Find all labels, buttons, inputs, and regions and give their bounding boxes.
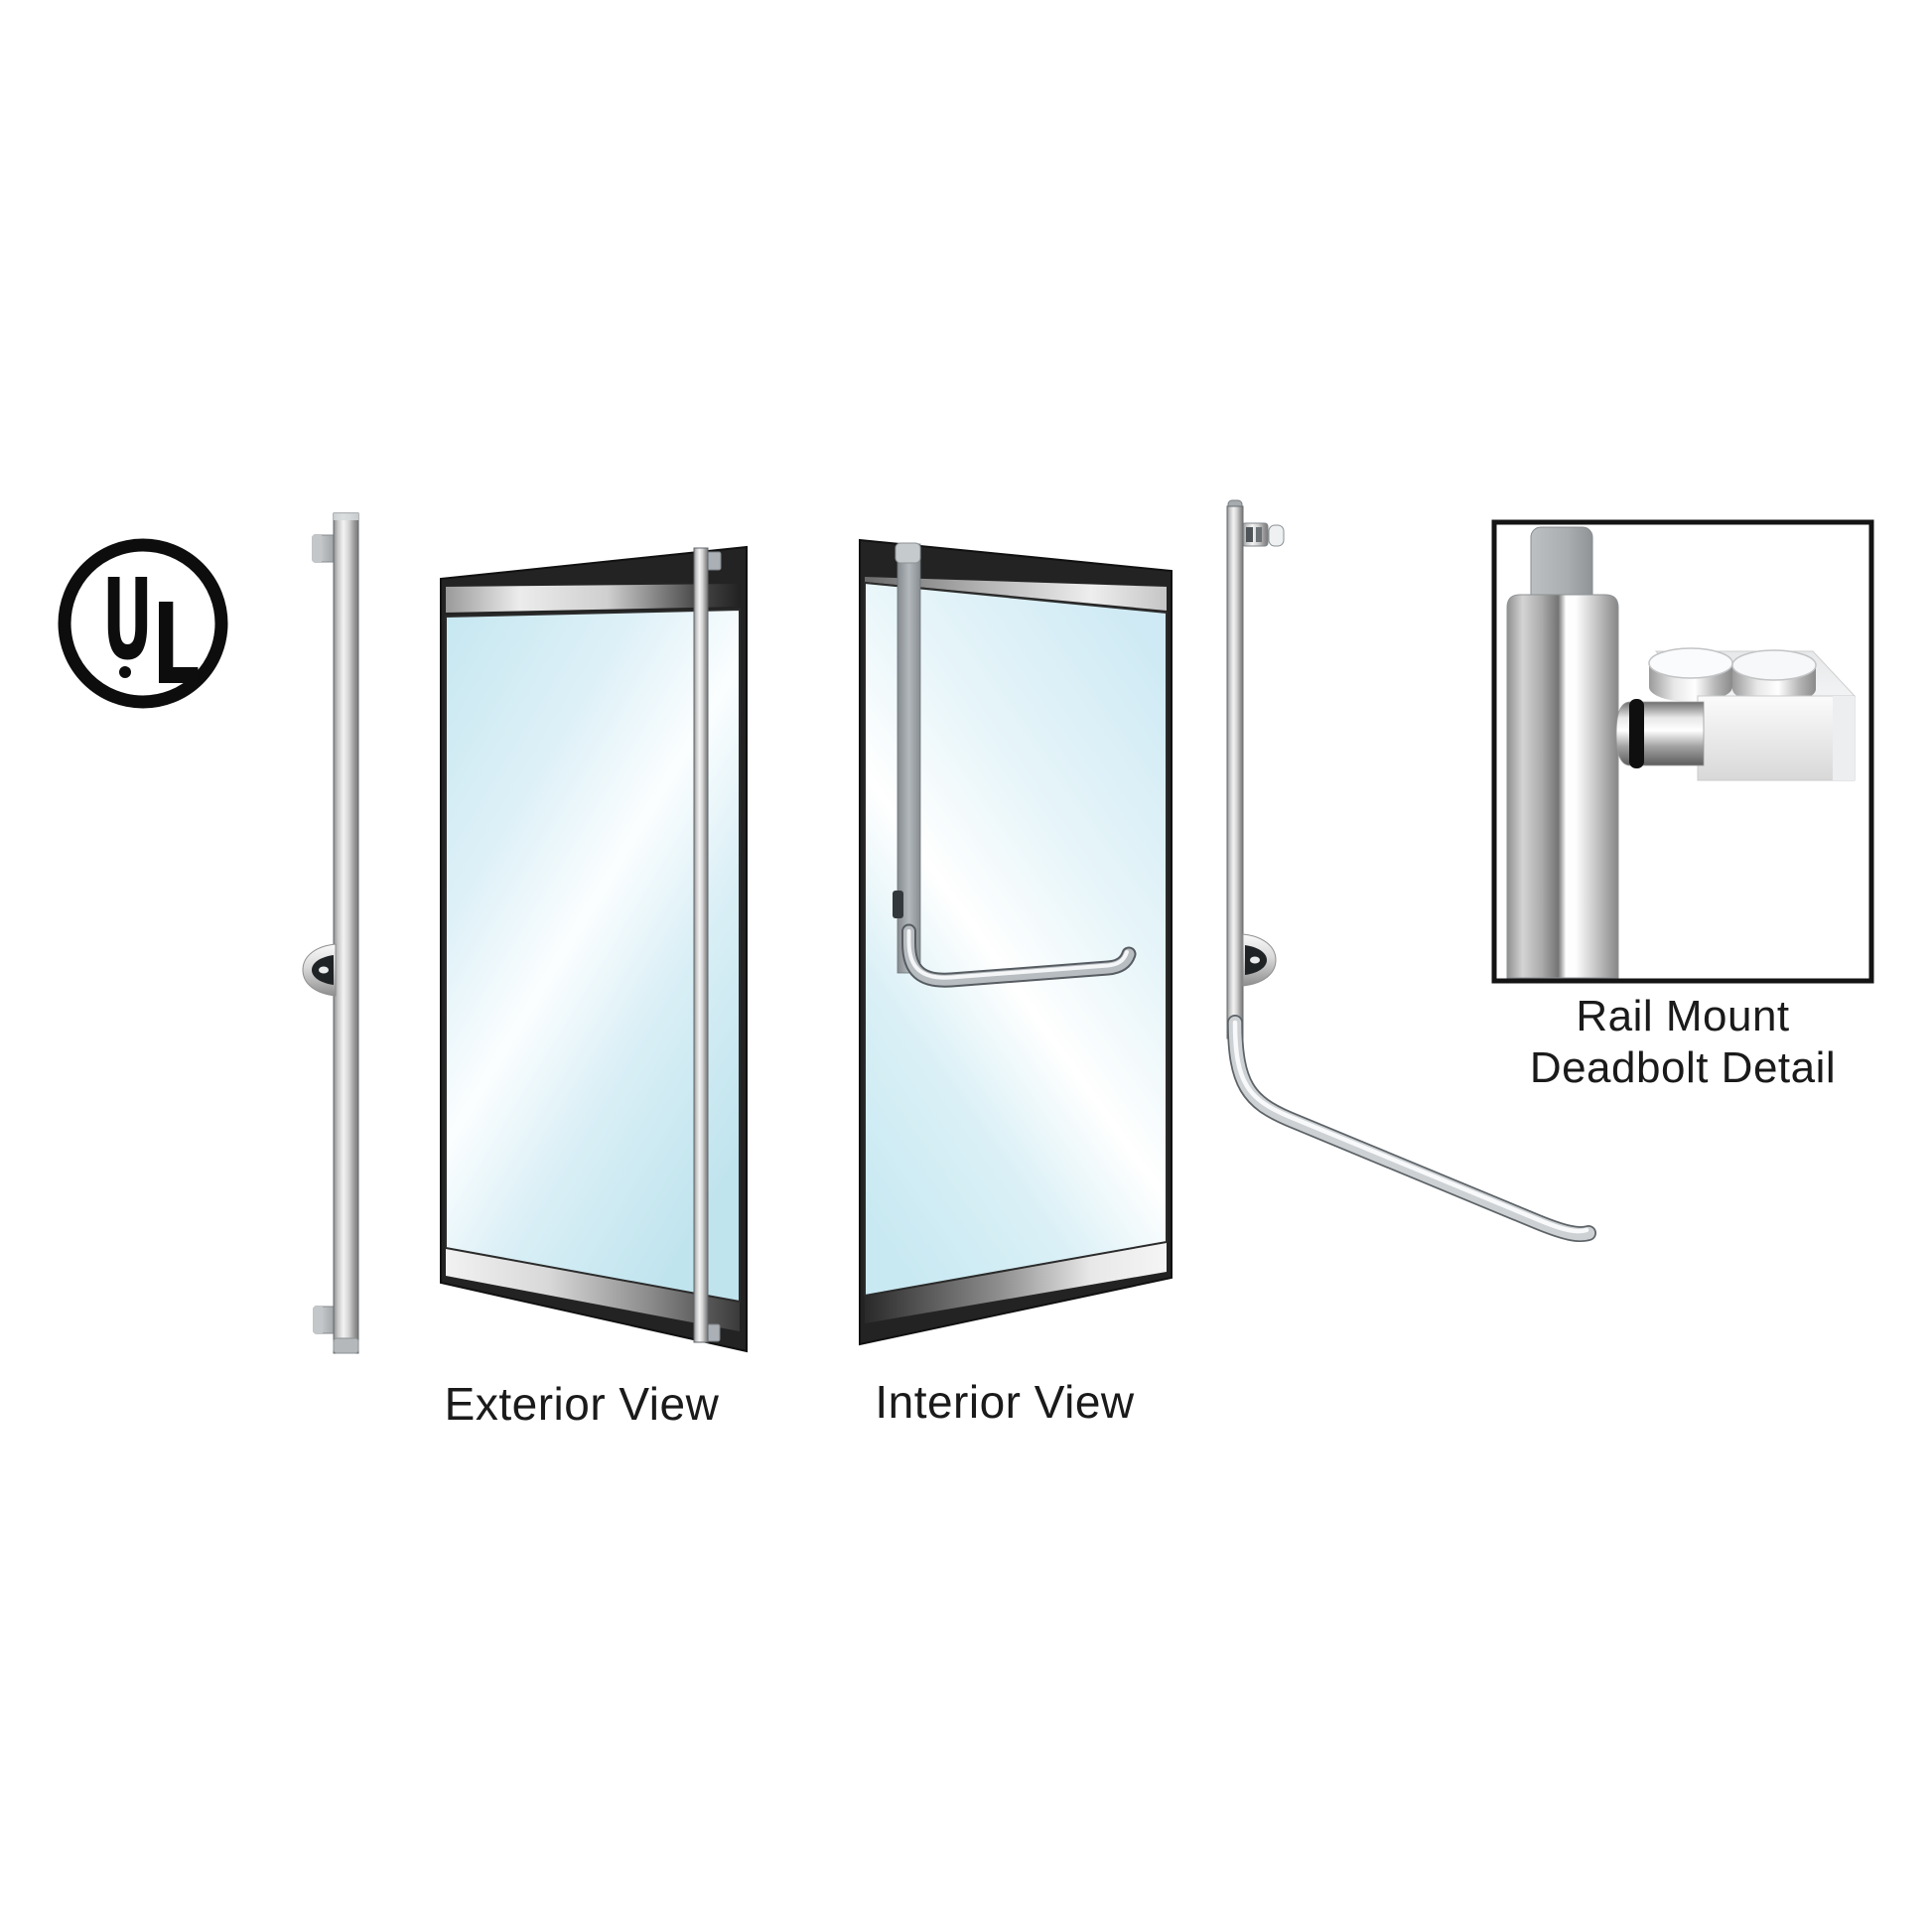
deadbolt-thumbturn-knob-left bbox=[302, 943, 337, 997]
right-rail-latch-keeper bbox=[1241, 522, 1285, 547]
ul-logo-dot bbox=[119, 666, 131, 678]
interior-door-glass bbox=[864, 581, 1168, 1298]
ul-logo-letter-l: L bbox=[152, 580, 201, 710]
exterior-handle-rail bbox=[693, 547, 722, 1343]
exterior-door-bottom-rail bbox=[446, 1249, 740, 1331]
detail-housing-boss-2 bbox=[1731, 649, 1817, 704]
detail-bolt-housing-front bbox=[1697, 695, 1856, 781]
exterior-view-label-text: Exterior View bbox=[444, 1378, 720, 1430]
deadbolt-thumbturn-knob-right bbox=[1242, 933, 1277, 987]
interior-view-label-text: Interior View bbox=[875, 1376, 1135, 1428]
interior-handle-arm-highlight bbox=[906, 929, 1129, 980]
exterior-handle-bar bbox=[693, 547, 709, 1343]
exterior-door-top-rail bbox=[446, 584, 740, 613]
rail-tube bbox=[333, 512, 359, 1354]
detail-deadbolt-assembly bbox=[1615, 647, 1857, 781]
interior-view-label: Interior View bbox=[856, 1376, 1154, 1428]
deadbolt-detail-label-line1: Rail Mount bbox=[1576, 992, 1790, 1040]
interior-door bbox=[859, 538, 1173, 1346]
detail-bolt-housing-side bbox=[1833, 696, 1855, 780]
interior-thumbturn-tab bbox=[893, 891, 903, 918]
rail-top-mount-tab-step bbox=[313, 535, 322, 562]
ul-certification-logo-icon: U L bbox=[58, 538, 228, 710]
deadbolt-detail-label: Rail Mount Deadbolt Detail bbox=[1484, 991, 1881, 1094]
detail-rail-tube bbox=[1506, 594, 1619, 979]
exterior-handle-top-clip bbox=[706, 551, 722, 571]
rail-bottom-mount-tab-step bbox=[314, 1307, 323, 1333]
detail-housing-boss-1 bbox=[1648, 647, 1733, 702]
interior-handle-top-cap bbox=[895, 542, 921, 564]
ul-logo-circle bbox=[58, 538, 228, 709]
interior-l-handle bbox=[893, 542, 1137, 988]
interior-door-top-rail bbox=[865, 577, 1167, 611]
rail-top-cap bbox=[334, 513, 358, 520]
deadbolt-detail-label-line2: Deadbolt Detail bbox=[1529, 1043, 1837, 1092]
deadbolt-detail-callout bbox=[1491, 519, 1874, 984]
exterior-view-label: Exterior View bbox=[433, 1378, 731, 1430]
handle-rail-profile-right bbox=[1226, 499, 1596, 1243]
exterior-door-glass bbox=[445, 608, 741, 1304]
interior-door-bottom-rail bbox=[865, 1243, 1167, 1323]
ul-logo-letter-u: U bbox=[102, 557, 153, 686]
exterior-door bbox=[440, 545, 748, 1353]
rail-bottom-cap bbox=[333, 1337, 359, 1354]
exterior-handle-bottom-clip bbox=[706, 1323, 721, 1342]
right-rail-tube bbox=[1226, 505, 1244, 1039]
handle-rail-profile-left bbox=[302, 512, 359, 1354]
detail-bolt-o-ring bbox=[1629, 699, 1644, 768]
right-rail-offset-arm-highlight bbox=[1232, 1020, 1589, 1234]
